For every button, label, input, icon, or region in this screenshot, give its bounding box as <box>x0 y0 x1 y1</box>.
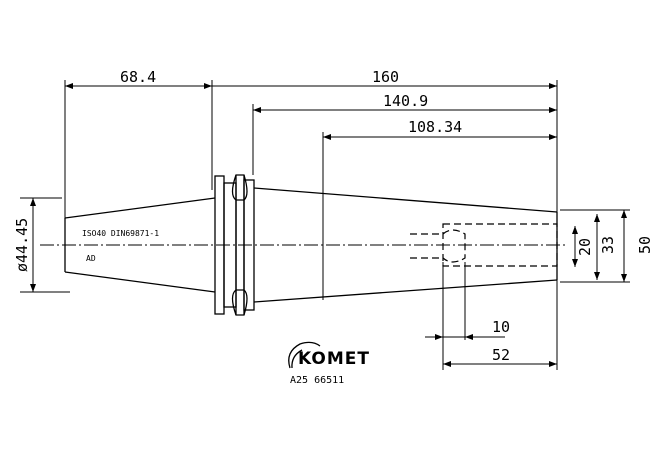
dim-text-50: 50 <box>636 236 654 254</box>
dimension-50 <box>621 210 627 282</box>
form-label: AD <box>86 254 96 263</box>
dim-text-108-34: 108.34 <box>408 118 462 136</box>
dim-text-52: 52 <box>492 346 510 364</box>
dim-text-10: 10 <box>492 318 510 336</box>
dim-text-33: 33 <box>599 236 617 254</box>
dimension-108-34 <box>323 134 557 140</box>
tool-holder-outline <box>64 174 558 316</box>
dim-text-140-9: 140.9 <box>383 92 428 110</box>
dimension-20 <box>572 226 578 267</box>
dim-text-diameter-44-45: ø44.45 <box>13 218 31 272</box>
dim-text-160: 160 <box>372 68 399 86</box>
komet-logo: KOMET <box>288 341 370 369</box>
dimension-68-4 <box>65 83 212 89</box>
part-number: A25 66511 <box>290 375 344 386</box>
dim-text-68-4: 68.4 <box>120 68 156 86</box>
dimension-140-9 <box>253 107 557 113</box>
dimension-10 <box>425 334 505 340</box>
dim-text-20: 20 <box>576 238 594 256</box>
extension-lines <box>20 80 630 370</box>
dimension-52 <box>443 361 557 367</box>
dimension-33 <box>594 214 600 280</box>
taper-label: ISO40 DIN69871-1 <box>82 229 159 238</box>
dimension-160 <box>212 83 557 89</box>
dimension-diameter-44-45 <box>30 198 36 292</box>
logo-text: KOMET <box>298 349 370 369</box>
